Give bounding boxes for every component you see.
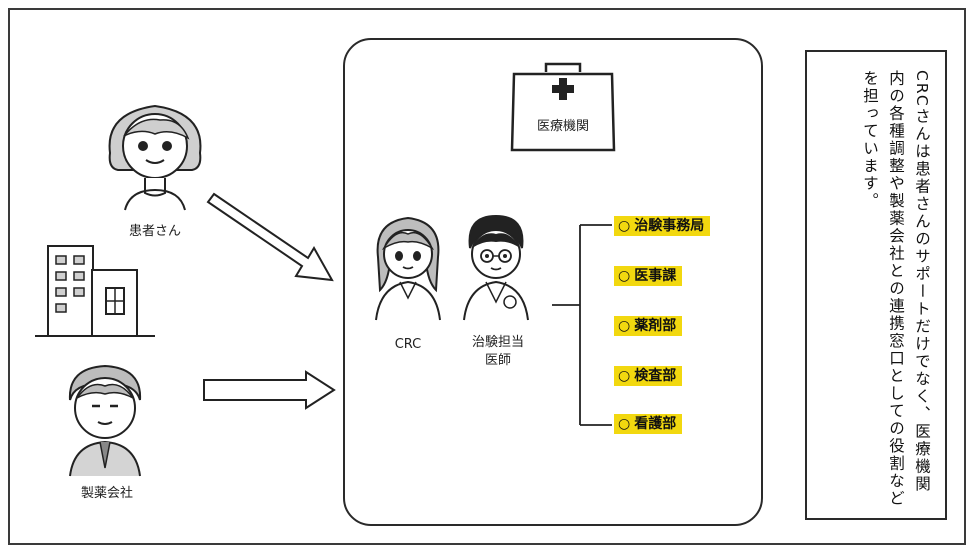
- pharma-label: 製薬会社: [80, 486, 133, 501]
- patient-illustration: [108, 104, 202, 211]
- department-item: ○治験事務局: [614, 216, 711, 236]
- department-name: 医事課: [634, 268, 677, 284]
- arrow-patient-to-institution: [206, 192, 334, 282]
- note-text: CRCさんは患者さんのサポートだけでなく、医療機関内の各種調整や製薬会社との連携…: [861, 70, 931, 508]
- arrow-pharma-to-institution: [203, 370, 336, 410]
- doctor-illustration: [463, 214, 529, 321]
- department-bracket: [552, 224, 612, 426]
- diagram-frame: [8, 8, 966, 545]
- department-name: 検査部: [634, 368, 677, 384]
- department-item: ○医事課: [614, 266, 683, 286]
- department-item: ○看護部: [614, 414, 683, 434]
- circle-icon: ○: [618, 368, 631, 384]
- department-name: 治験事務局: [634, 218, 705, 234]
- circle-icon: ○: [618, 268, 631, 284]
- doctor-label: 治験担当 医師: [471, 335, 524, 368]
- hospital-kit-icon: [510, 62, 616, 152]
- circle-icon: ○: [618, 318, 631, 334]
- building-illustration: [35, 245, 155, 337]
- pharma-person-illustration: [68, 364, 142, 477]
- department-name: 看護部: [634, 416, 677, 432]
- department-item: ○検査部: [614, 366, 683, 386]
- department-name: 薬剤部: [634, 318, 677, 334]
- medical-institution-box: [343, 38, 763, 526]
- circle-icon: ○: [618, 416, 631, 432]
- note-box: CRCさんは患者さんのサポートだけでなく、医療機関内の各種調整や製薬会社との連携…: [805, 50, 947, 520]
- department-item: ○薬剤部: [614, 316, 683, 336]
- patient-label: 患者さん: [128, 224, 181, 239]
- circle-icon: ○: [618, 218, 631, 234]
- institution-label: 医療機関: [536, 119, 589, 134]
- crc-illustration: [375, 216, 441, 321]
- crc-label: CRC: [394, 337, 422, 352]
